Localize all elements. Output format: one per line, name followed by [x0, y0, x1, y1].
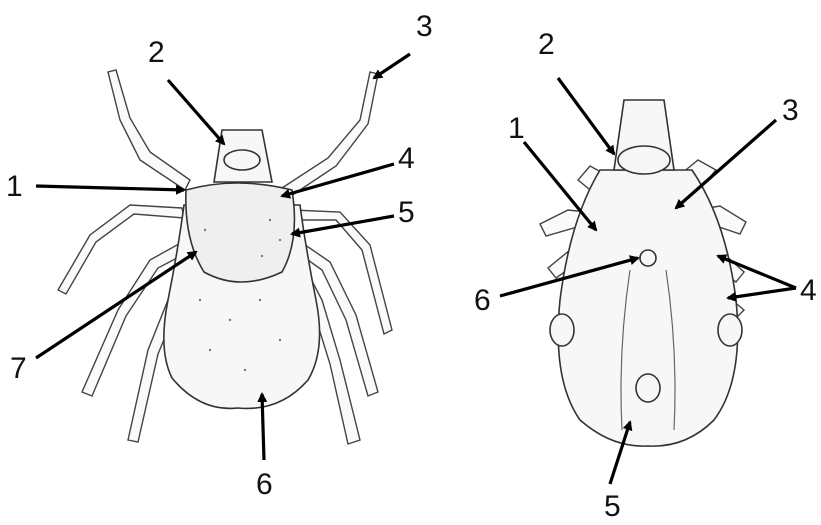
dorsal-tick-drawing: [58, 70, 392, 444]
ventral-label-6: 6: [474, 284, 491, 317]
dorsal-label-6: 6: [256, 468, 273, 501]
dorsal-label-7: 7: [10, 352, 27, 385]
arrow-dorsal-3: [374, 54, 410, 78]
dorsal-label-1: 1: [6, 170, 23, 203]
ventral-label-2: 2: [538, 28, 555, 61]
dorsal-label-2: 2: [148, 36, 165, 69]
ventral-tick-drawing: [540, 100, 746, 446]
arrow-dorsal-1: [36, 186, 184, 190]
dorsal-label-4: 4: [398, 142, 415, 175]
arrow-dorsal-6: [262, 394, 264, 460]
ventral-label-1: 1: [508, 112, 525, 145]
arrow-ventral-2: [558, 78, 614, 154]
arrow-ventral-3: [676, 120, 776, 208]
arrow-ventral-4b: [728, 288, 796, 298]
ventral-label-3: 3: [782, 94, 799, 127]
ventral-label-4: 4: [800, 274, 817, 307]
dorsal-label-3: 3: [416, 10, 433, 43]
arrow-dorsal-2: [168, 80, 224, 144]
ventral-label-5: 5: [604, 490, 621, 523]
dorsal-label-5: 5: [398, 196, 415, 229]
